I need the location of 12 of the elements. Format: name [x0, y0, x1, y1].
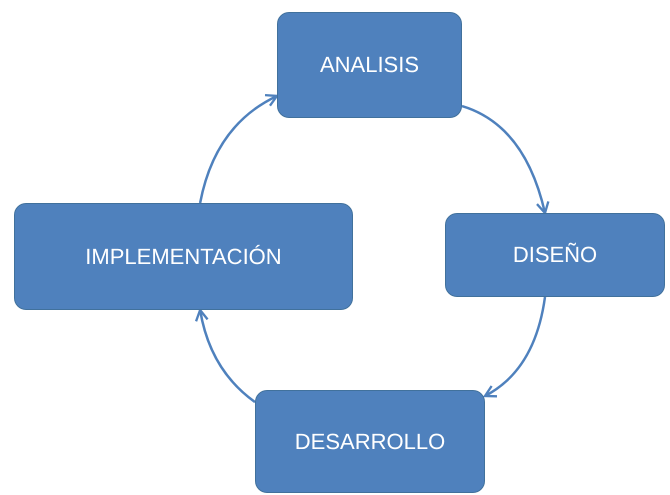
arrow [484, 296, 546, 398]
step-label: DESARROLLO [294, 428, 446, 454]
process-box [445, 213, 665, 297]
process-box [14, 203, 353, 310]
step-label: IMPLEMENTACIÓN [85, 244, 282, 270]
step-label: DISEÑO [512, 242, 598, 268]
process-box [255, 390, 485, 493]
arrow [462, 104, 550, 214]
arrow [198, 94, 278, 204]
arrow [195, 308, 256, 404]
process-box [277, 12, 462, 118]
step-label: ANALISIS [320, 52, 420, 78]
